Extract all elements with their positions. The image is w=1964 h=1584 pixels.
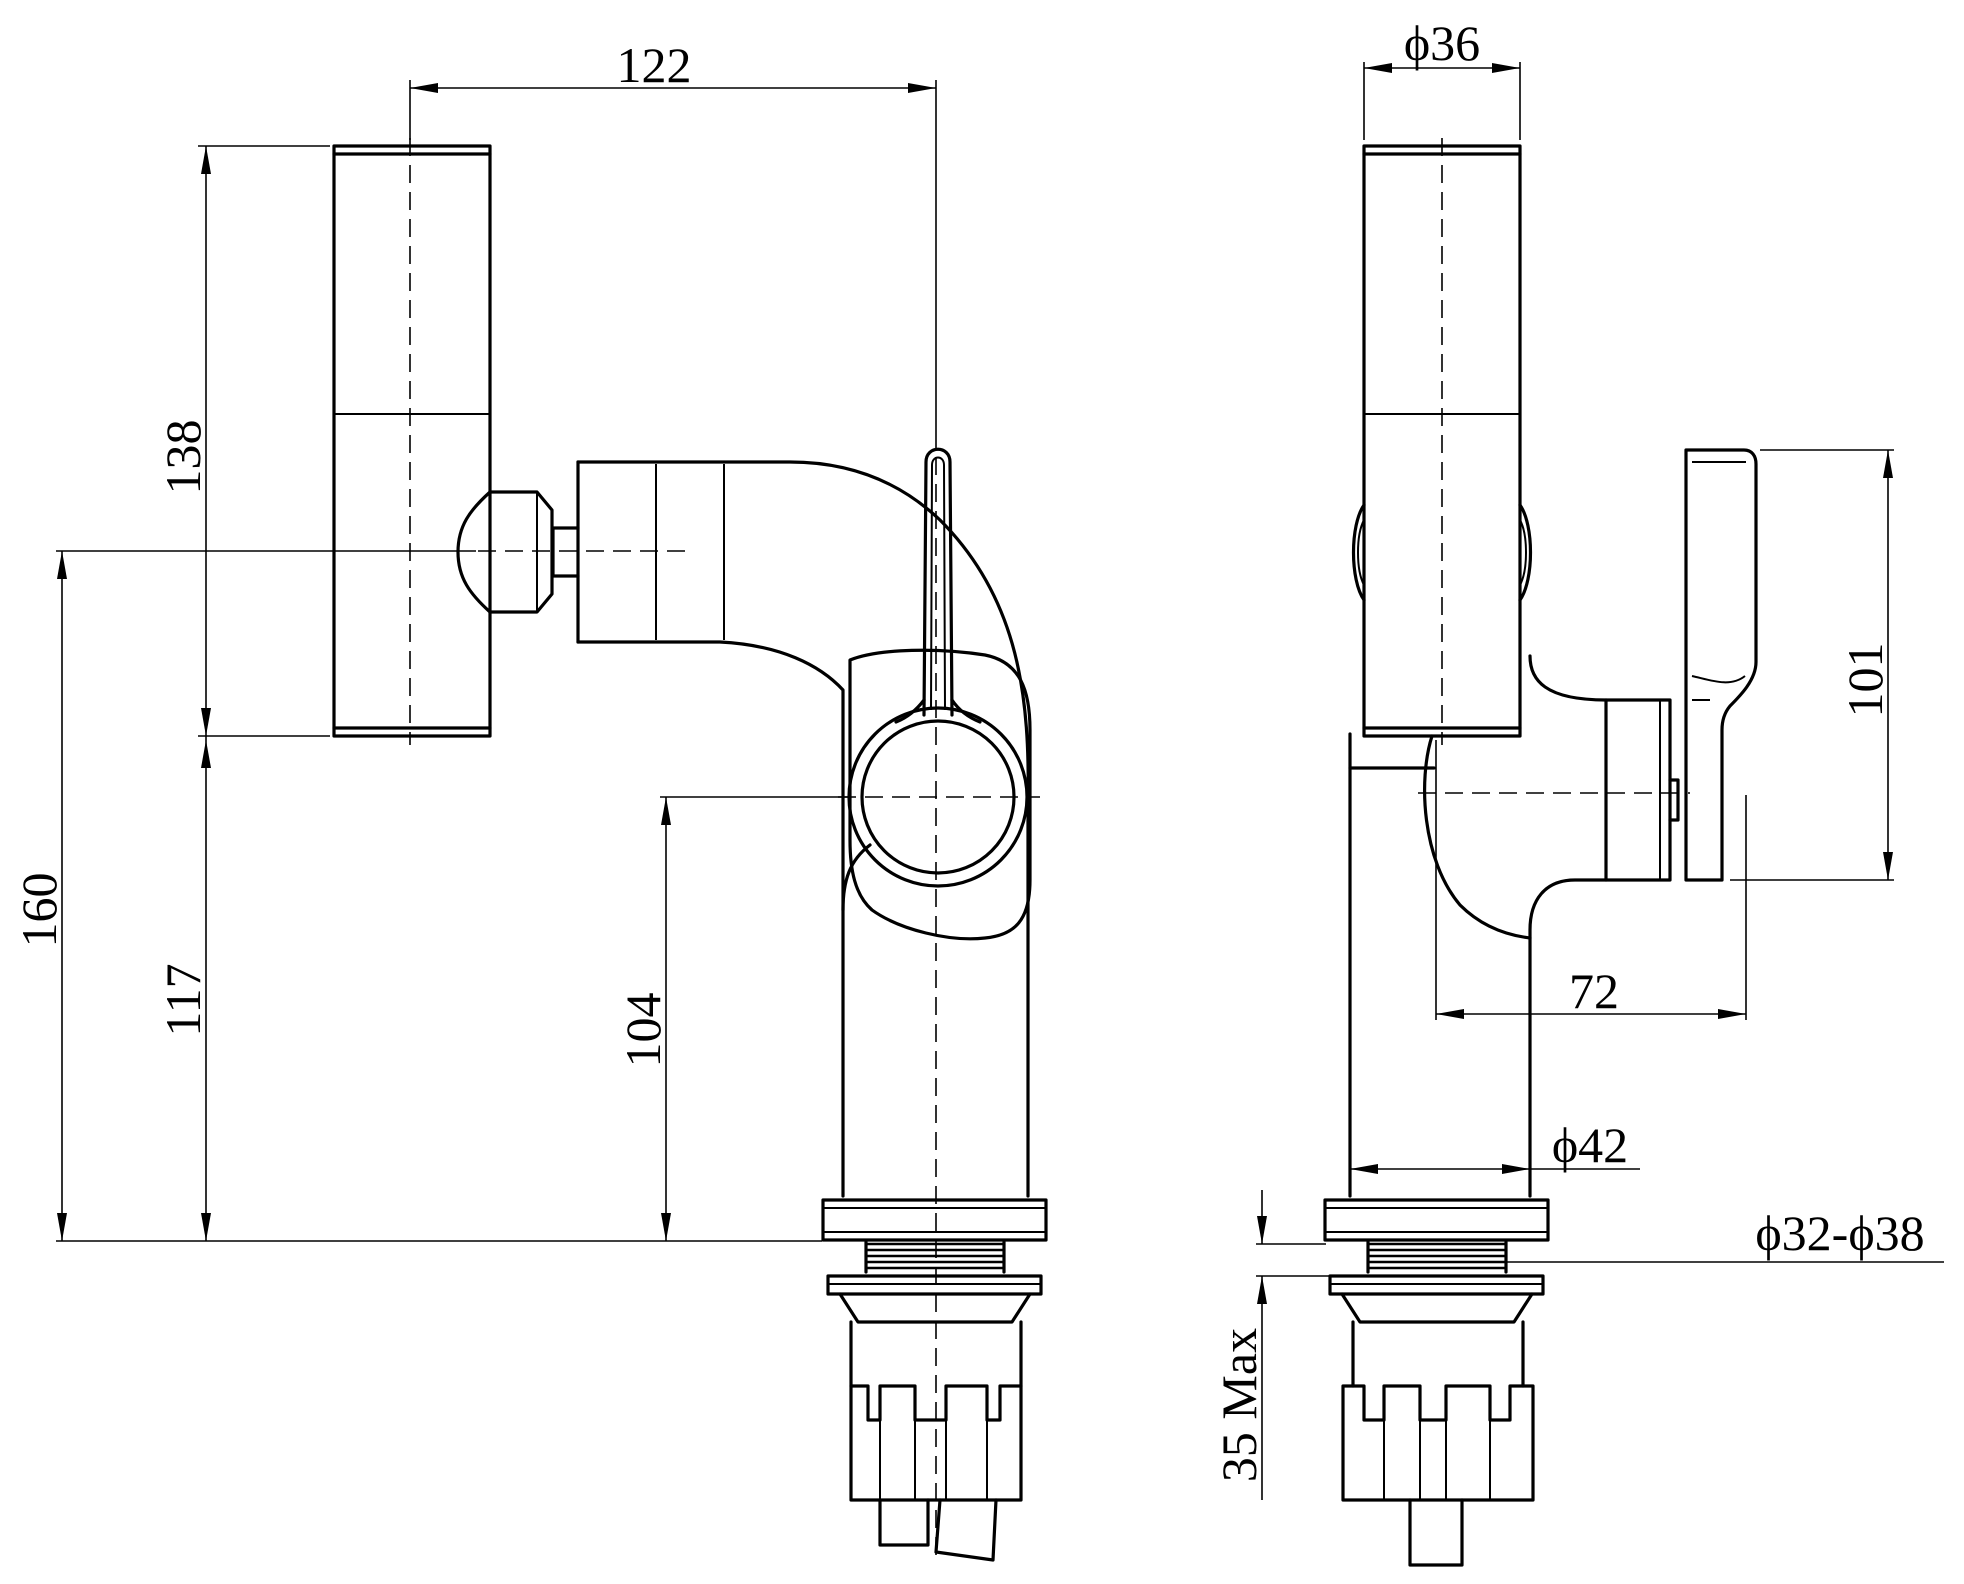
side-extension-lines (1256, 62, 1944, 1277)
side-dimension-lines (1257, 63, 1893, 1500)
dim-max-thickness: 35 Max (1211, 1328, 1267, 1482)
front-view: 122 138 160 117 104 (11, 37, 1048, 1562)
side-view: ϕ36 101 72 ϕ42 ϕ32-ϕ38 35 Max (1211, 15, 1944, 1567)
front-body (576, 447, 1032, 1198)
front-centerlines (409, 138, 1040, 1560)
side-body (1348, 654, 1680, 1198)
front-dimension-lines (57, 83, 936, 1241)
side-centerlines (1418, 138, 1690, 794)
dim-height-160: 160 (11, 873, 67, 948)
dim-width-122: 122 (617, 37, 692, 93)
front-thread (864, 1240, 1006, 1274)
dim-height-104: 104 (615, 993, 671, 1068)
side-thread (1366, 1240, 1508, 1274)
dim-diameter-36: ϕ36 (1404, 15, 1480, 71)
side-lever (1684, 448, 1758, 882)
front-spout-segments (456, 460, 725, 644)
front-mounting (821, 1198, 1048, 1562)
dim-depth-72: 72 (1569, 963, 1619, 1019)
side-mounting (1323, 1198, 1550, 1567)
dim-height-117: 117 (155, 963, 211, 1036)
front-extension-lines (56, 80, 937, 1242)
dim-height-138: 138 (155, 420, 211, 495)
front-wall-bracket (332, 144, 492, 738)
dim-diameter-42: ϕ42 (1552, 1117, 1628, 1173)
dim-height-101: 101 (1837, 643, 1893, 718)
dim-diameter-hole: ϕ32-ϕ38 (1755, 1205, 1924, 1261)
